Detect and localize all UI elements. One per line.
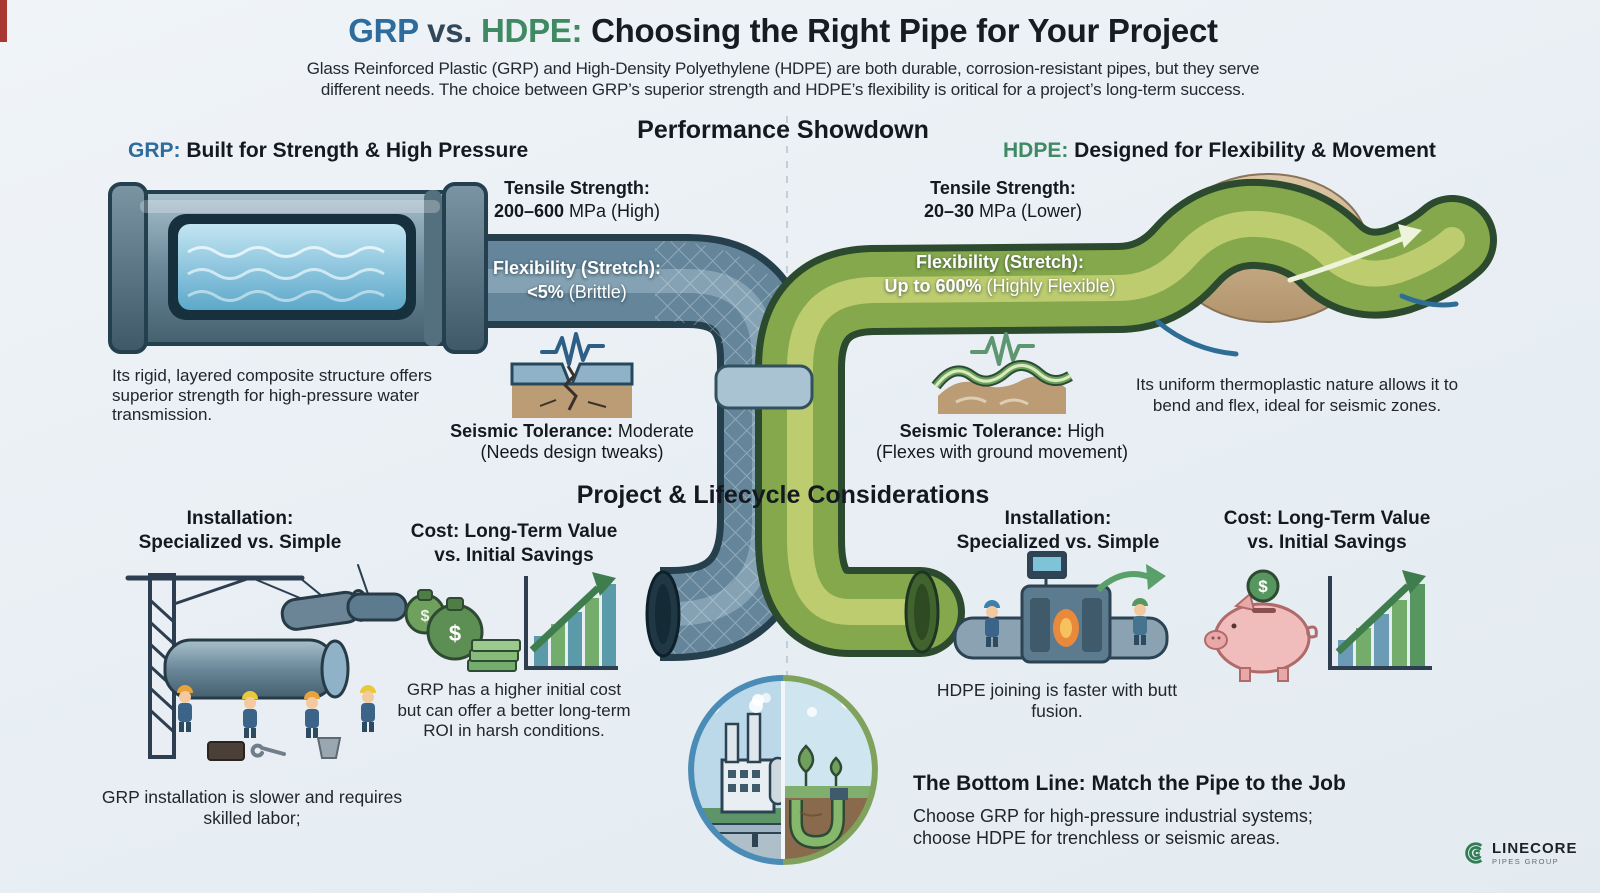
hdpe-seismic-icon: [931, 332, 1073, 414]
grp-seismic-label: Seismic Tolerance:: [450, 421, 613, 441]
logo-name: LINECORE: [1492, 840, 1578, 857]
hdpe-seismic-caption: Seismic Tolerance: High (Flexes with gro…: [876, 421, 1128, 463]
growth-chart-icon: [1328, 570, 1432, 670]
page-subtitle: Glass Reinforced Plastic (GRP) and High-…: [307, 58, 1260, 100]
bottom-line-line2: choose HDPE for trenchless or seismic ar…: [913, 828, 1281, 848]
grp-cutaway-pipe: [108, 182, 488, 354]
grp-cost-heading: Cost: Long-Term Value vs. Initial Saving…: [411, 520, 618, 568]
hdpe-description: Its uniform thermoplastic nature allows …: [1135, 375, 1459, 415]
hdpe-flex-value: Up to 600%: [884, 276, 982, 296]
grp-flex-value: <5%: [527, 282, 564, 302]
logo-tagline: PIPES GROUP: [1492, 857, 1560, 866]
hdpe-cost-heading-line2: vs. Initial Savings: [1247, 532, 1407, 553]
hdpe-tensile-unit: MPa (Lower): [974, 201, 1083, 221]
title-grp: GRP: [348, 12, 419, 49]
hdpe-cost-heading-line1: Cost: Long-Term Value: [1223, 508, 1431, 529]
hdpe-heading-accent: HDPE:: [1003, 139, 1069, 162]
grp-tensile-unit: MPa (High): [564, 201, 661, 221]
svg-text:$: $: [1258, 577, 1268, 596]
linecore-logo-icon: [1465, 842, 1483, 864]
hdpe-section-heading: HDPE: Designed for Flexibility & Movemen…: [1003, 139, 1436, 163]
hdpe-heading-rest: Designed for Flexibility & Movement: [1068, 139, 1436, 162]
cash-stack-icon: [467, 639, 521, 672]
grp-tensile-label: Tensile Strength: 200–600 MPa (High): [494, 177, 660, 223]
hdpe-install-heading: Installation: Specialized vs. Simple: [957, 507, 1160, 555]
motion-swoosh-icon: [1155, 319, 1239, 357]
bottom-line-line1: Choose GRP for high-pressure industrial …: [913, 806, 1313, 826]
pipe-clamp: [714, 364, 814, 410]
grp-seismic-value: Moderate: [612, 421, 694, 441]
grp-cost-heading-line2: vs. Initial Savings: [434, 545, 594, 566]
grp-install-caption: GRP installation is slower and requires …: [101, 787, 403, 828]
hdpe-install-caption: HDPE joining is faster with butt fusion.: [936, 680, 1178, 721]
grp-section-heading: GRP: Built for Strength & High Pressure: [128, 139, 528, 163]
hdpe-tensile-label: Tensile Strength: 20–30 MPa (Lower): [924, 177, 1082, 223]
grp-install-heading: Installation: Specialized vs. Simple: [139, 507, 342, 555]
hdpe-tensile-title: Tensile Strength:: [930, 178, 1076, 198]
hdpe-tensile-value: 20–30: [923, 201, 975, 221]
butt-fusion-machine-illustration: [953, 551, 1169, 664]
performance-heading: Performance Showdown: [637, 116, 929, 144]
hdpe-flex-note: (Highly Flexible): [981, 276, 1116, 296]
grp-description: Its rigid, layered composite structure o…: [112, 366, 432, 424]
lifecycle-heading: Project & Lifecycle Considerations: [576, 481, 990, 509]
grp-cost-caption: GRP has a higher initial cost but can of…: [397, 680, 631, 740]
grp-cost-heading-line1: Cost: Long-Term Value: [410, 521, 618, 542]
title-hdpe: HDPE:: [481, 12, 583, 49]
grp-heading-rest: Built for Strength & High Pressure: [180, 139, 529, 162]
grp-heading-accent: GRP:: [128, 139, 181, 162]
hdpe-seismic-label: Seismic Tolerance:: [899, 421, 1063, 441]
grp-install-heading-line1: Installation:: [186, 508, 294, 529]
page-title: GRP vs. HDPE: Choosing the Right Pipe fo…: [348, 12, 1218, 50]
crane-installation-illustration: [125, 564, 408, 761]
grp-tensile-title: Tensile Strength:: [504, 178, 650, 198]
grp-seismic-caption: Seismic Tolerance: Moderate (Needs desig…: [450, 421, 694, 463]
red-edge-mark: [0, 0, 7, 42]
hdpe-pipe-illustration: [755, 178, 1497, 657]
svg-text:$: $: [449, 621, 461, 646]
grp-flex-note: (Brittle): [563, 282, 627, 302]
bottom-line-heading: The Bottom Line: Match the Pipe to the J…: [913, 772, 1346, 795]
cost-chart-icon: [524, 572, 618, 670]
hdpe-flex-label: Flexibility (Stretch): Up to 600% (Highl…: [884, 250, 1115, 298]
industry-environment-icon: [688, 675, 878, 865]
grp-flex-label: Flexibility (Stretch): <5% (Brittle): [493, 256, 661, 304]
bottom-line-body: Choose GRP for high-pressure industrial …: [913, 805, 1313, 849]
grp-flex-title: Flexibility (Stretch):: [492, 258, 662, 278]
money-bags-icon: $ $: [404, 589, 521, 672]
flex-arrow-icon: [1287, 224, 1422, 283]
subtitle-line-2: different needs. The choice between GRP’…: [320, 80, 1246, 99]
hdpe-seismic-value: High: [1062, 421, 1105, 441]
linecore-logo: LINECORE PIPES GROUP: [1462, 840, 1578, 866]
grp-pipe-illustration: [470, 234, 811, 661]
hdpe-install-heading-line1: Installation:: [1004, 508, 1112, 529]
hdpe-cost-heading: Cost: Long-Term Value vs. Initial Saving…: [1224, 507, 1431, 555]
title-rest: Choosing the Right Pipe for Your Project: [582, 12, 1218, 49]
grp-seismic-icon: [510, 332, 634, 418]
title-vs: vs.: [418, 12, 482, 49]
hdpe-flex-title: Flexibility (Stretch):: [915, 252, 1085, 272]
grp-install-heading-line2: Specialized vs. Simple: [138, 532, 342, 553]
grp-seismic-note: (Needs design tweaks): [480, 442, 664, 462]
hdpe-seismic-note: (Flexes with ground movement): [875, 442, 1129, 462]
subtitle-line-1: Glass Reinforced Plastic (GRP) and High-…: [306, 59, 1260, 78]
piggy-bank-icon: $: [1204, 569, 1318, 682]
motion-swoosh-icon: [1399, 293, 1459, 308]
svg-text:$: $: [421, 608, 430, 625]
grp-tensile-value: 200–600: [493, 201, 565, 221]
hdpe-install-heading-line2: Specialized vs. Simple: [956, 532, 1160, 553]
